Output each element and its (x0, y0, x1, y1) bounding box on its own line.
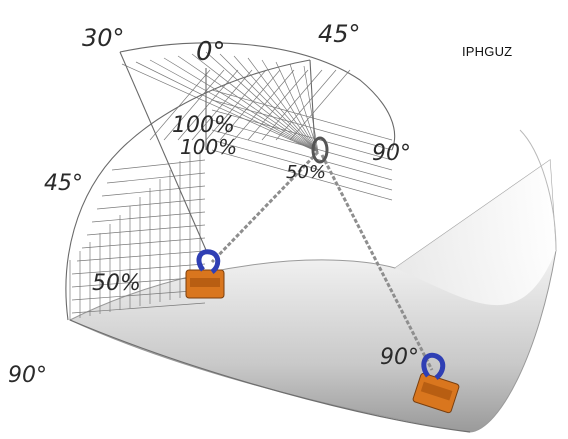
angle-label-90-right: 90° (372, 141, 411, 166)
capacity-label-50-left: 50% (92, 271, 141, 296)
grid-line-fan (248, 58, 318, 152)
capacity-label-100-b: 100% (180, 135, 237, 159)
grid-line-left-horizontal (82, 238, 205, 248)
grid-line-right-horizontal (212, 90, 392, 140)
grid-line-left-horizontal (112, 160, 205, 170)
grid-line-left-horizontal (92, 212, 205, 222)
angle-label-0: 0° (196, 37, 226, 67)
grid-line-left-horizontal (77, 251, 205, 261)
angle-label-90-left: 90° (8, 363, 47, 388)
model-code: IPHGUZ (462, 44, 512, 59)
grid-line-left-horizontal (97, 199, 205, 209)
lifting-clamp-left (186, 252, 224, 298)
capacity-label-50-right: 50% (286, 162, 326, 183)
grid-line-left-horizontal (87, 225, 205, 235)
grid-line-fan (276, 62, 318, 152)
angle-label-90-bottom: 90° (380, 345, 419, 370)
angle-label-45-left: 45° (44, 171, 83, 196)
grid-line-left-horizontal (102, 186, 205, 196)
angle-label-45-top: 45° (318, 20, 361, 48)
angle-label-30: 30° (82, 24, 125, 52)
